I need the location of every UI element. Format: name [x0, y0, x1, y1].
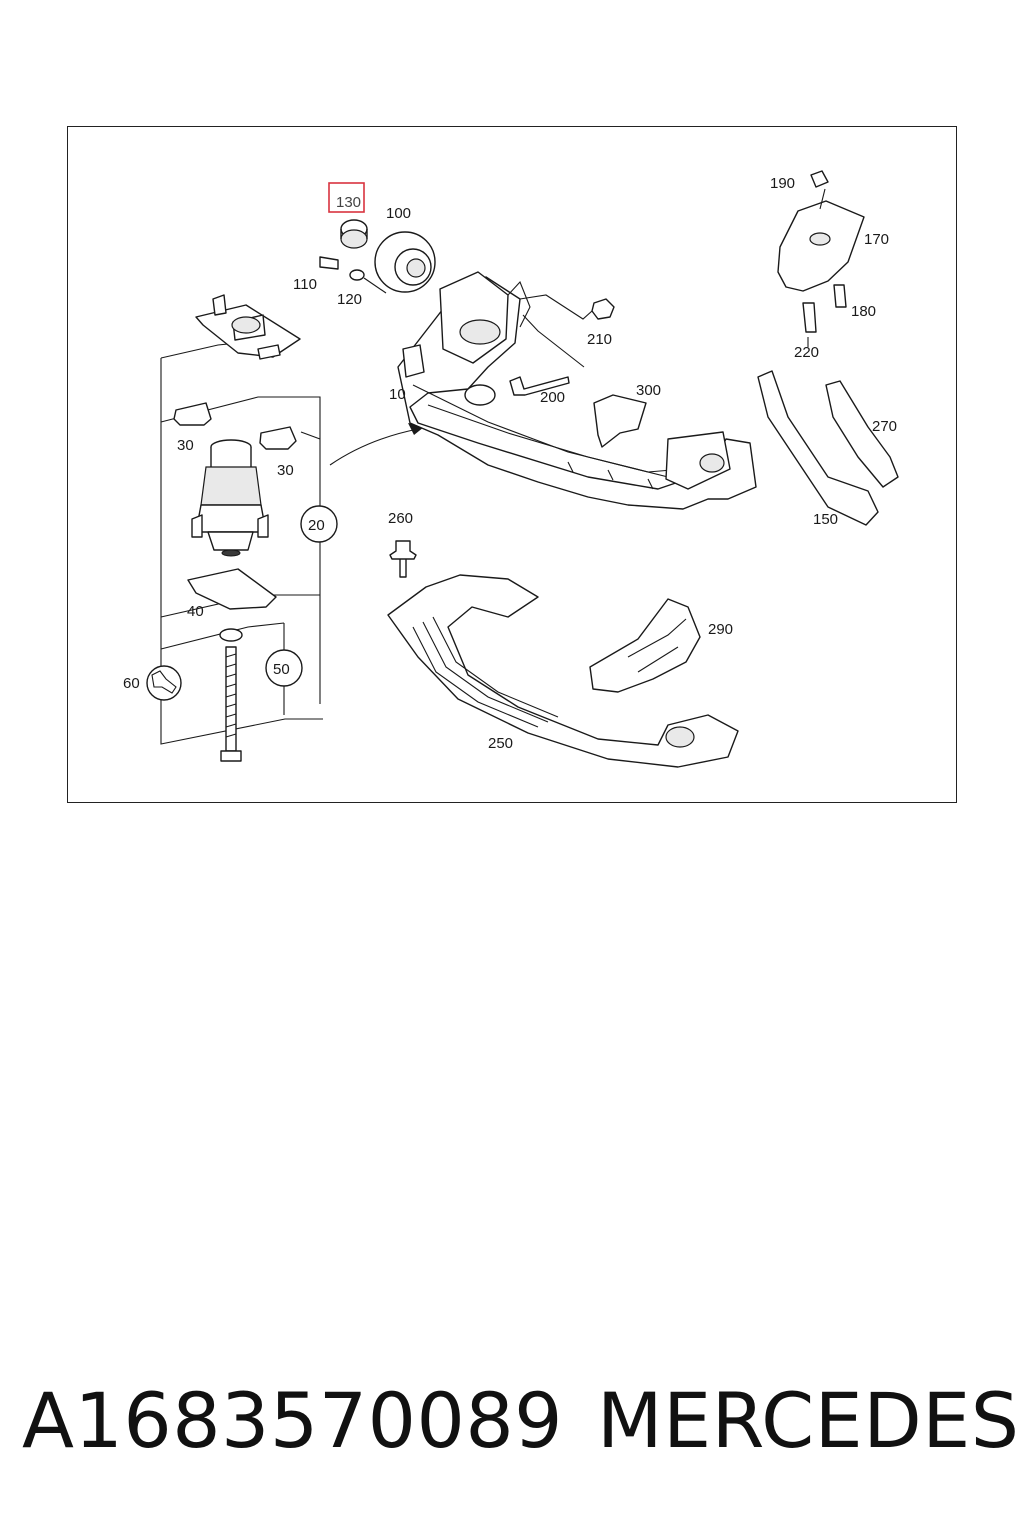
wheel-hub-assembly: [319, 219, 436, 294]
callout-200: 200: [540, 389, 565, 406]
assembly-arrow: [329, 428, 419, 466]
rubber-stop-left: [173, 402, 212, 426]
callout-100: 100: [386, 205, 411, 222]
front-axle-subframe: [397, 271, 757, 510]
callout-270: 270: [872, 418, 897, 435]
callout-220: 220: [794, 344, 819, 361]
washer: [219, 628, 243, 642]
callout-30-right: 30: [277, 462, 294, 479]
screw-260: [389, 540, 417, 578]
callout-300: 300: [636, 382, 661, 399]
bracket-300: [593, 394, 647, 448]
callout-10: 10: [389, 386, 406, 403]
engine-mount-assembly: [146, 294, 338, 762]
nut-210: [591, 298, 615, 320]
wrench-icon: [146, 665, 182, 701]
callout-60: 60: [123, 675, 140, 692]
callout-290: 290: [708, 621, 733, 638]
mount-bracket-top: [195, 294, 301, 360]
callout-20: 20: [308, 517, 325, 534]
callout-260: 260: [388, 510, 413, 527]
underbody-cover-250: [387, 574, 739, 768]
callout-130: 130: [336, 194, 361, 211]
callout-circle-20: [300, 505, 338, 543]
callout-180: 180: [851, 303, 876, 320]
engine-mount: [191, 439, 269, 557]
callout-110: 110: [293, 276, 317, 293]
mount-bracket-lower: [187, 568, 277, 610]
engine-shield-290: [589, 598, 701, 693]
caption-bar: A1683570089 MERCEDES: [0, 1376, 1024, 1486]
rubber-stop-right: [259, 426, 297, 450]
callout-170: 170: [864, 231, 889, 248]
callout-labels: 10 20 30 30 40 50 60 100 110 120 130 150…: [123, 175, 897, 752]
control-arm-150: [757, 370, 879, 526]
callout-150: 150: [813, 511, 838, 528]
callout-120: 120: [337, 291, 362, 308]
callout-30-left: 30: [177, 437, 194, 454]
parts-diagram: 10 20 30 30 40 50 60 100 110 120 130 150…: [67, 126, 957, 803]
callout-190: 190: [770, 175, 795, 192]
callout-circle-50: [265, 649, 303, 687]
callout-40: 40: [187, 603, 204, 620]
callout-210: 210: [587, 331, 612, 348]
rear-mount-bracket: [777, 170, 865, 333]
bolt-200: [509, 376, 570, 396]
callout-130-highlight: [328, 182, 365, 213]
control-arm-270: [825, 380, 899, 488]
callout-250: 250: [488, 735, 513, 752]
part-number: A1683570089: [22, 1376, 564, 1465]
callout-50: 50: [273, 661, 290, 678]
exploded-view-drawing: 10 20 30 30 40 50 60 100 110 120 130 150…: [123, 170, 899, 768]
brand-name: MERCEDES: [597, 1376, 1020, 1465]
